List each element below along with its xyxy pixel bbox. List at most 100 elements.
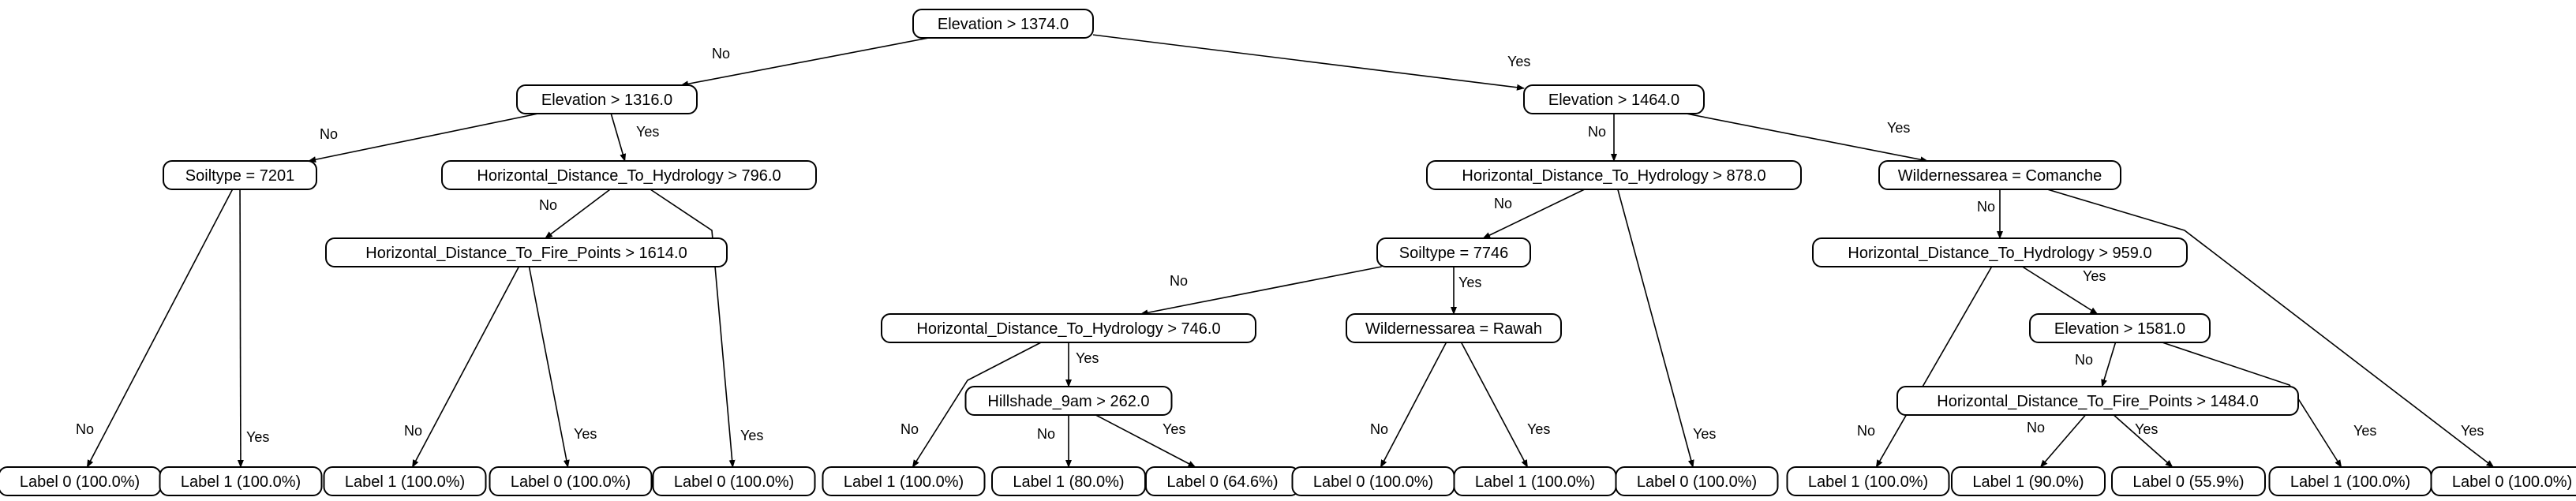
leaf-node: Label 1 (100.0%) bbox=[822, 466, 986, 496]
edge-label: No bbox=[712, 46, 730, 62]
node-label: Horizontal_Distance_To_Hydrology > 878.0 bbox=[1462, 167, 1765, 185]
edge-arrow bbox=[1380, 342, 1447, 468]
node-box bbox=[2111, 466, 2266, 496]
node-label: Soiltype = 7746 bbox=[1399, 245, 1508, 262]
node-label: Horizontal_Distance_To_Fire_Points > 148… bbox=[1937, 393, 2258, 410]
edge-label: Yes bbox=[1887, 120, 1910, 136]
edge-arrow bbox=[1875, 266, 1993, 468]
node-box bbox=[1615, 466, 1779, 496]
edge-label: No bbox=[1037, 426, 1055, 442]
leaf-node: Label 1 (80.0%) bbox=[991, 466, 1146, 496]
edge-label: Yes bbox=[1693, 426, 1716, 442]
node-box bbox=[323, 466, 487, 496]
edge-arrow bbox=[1460, 342, 1529, 468]
edge-arrow bbox=[650, 189, 736, 468]
node-label: Elevation > 1581.0 bbox=[2054, 320, 2185, 338]
edge-label: Yes bbox=[636, 124, 659, 140]
node-box bbox=[1523, 84, 1705, 114]
node-label: Elevation > 1374.0 bbox=[938, 16, 1069, 33]
edge-label: No bbox=[1857, 423, 1875, 439]
edge-arrow bbox=[2039, 414, 2087, 468]
node-label: Label 1 (100.0%) bbox=[181, 473, 301, 491]
node-box bbox=[964, 386, 1173, 416]
node-box bbox=[489, 466, 653, 496]
split-node: Elevation > 1316.0 bbox=[516, 84, 698, 114]
node-label: Label 0 (55.9%) bbox=[2132, 473, 2244, 491]
split-node: Horizontal_Distance_To_Hydrology > 878.0 bbox=[1426, 160, 1802, 190]
edge-arrow bbox=[2162, 342, 2342, 468]
node-label: Hillshade_9am > 262.0 bbox=[987, 393, 1149, 410]
edge-label: Yes bbox=[2353, 423, 2376, 439]
node-label: Label 0 (100.0%) bbox=[674, 473, 794, 491]
node-box bbox=[1426, 160, 1802, 190]
edge-arrow bbox=[545, 189, 611, 239]
node-label: Label 1 (80.0%) bbox=[1013, 473, 1124, 491]
split-node: Elevation > 1581.0 bbox=[2029, 313, 2211, 343]
split-node: Horizontal_Distance_To_Fire_Points > 161… bbox=[325, 237, 728, 267]
split-node: Horizontal_Distance_To_Hydrology > 746.0 bbox=[881, 313, 1256, 343]
edge-arrow bbox=[528, 266, 570, 468]
edge-arrow bbox=[2101, 342, 2117, 387]
node-box bbox=[441, 160, 817, 190]
node-label: Horizontal_Distance_To_Hydrology > 959.0 bbox=[1848, 245, 2151, 262]
node-box bbox=[325, 237, 728, 267]
node-box bbox=[163, 160, 317, 190]
edge-label: No bbox=[2027, 420, 2045, 436]
edge-label: No bbox=[1494, 196, 1512, 211]
node-box bbox=[881, 313, 1256, 343]
node-box bbox=[2029, 313, 2211, 343]
node-box bbox=[1896, 386, 2299, 416]
edge-label: No bbox=[1588, 124, 1606, 140]
leaf-node: Label 1 (100.0%) bbox=[1453, 466, 1617, 496]
split-node: Elevation > 1374.0 bbox=[912, 9, 1094, 39]
edge-arrow bbox=[411, 266, 520, 468]
edge-label: Yes bbox=[2083, 268, 2106, 284]
leaf-node: Label 0 (100.0%) bbox=[2430, 466, 2576, 496]
leaf-node: Label 0 (100.0%) bbox=[0, 466, 162, 496]
leaf-node: Label 1 (100.0%) bbox=[2268, 466, 2432, 496]
edge-arrow bbox=[1092, 34, 1525, 91]
node-box bbox=[1376, 237, 1531, 267]
edge-arrow bbox=[2022, 266, 2099, 315]
split-node: Hillshade_9am > 262.0 bbox=[964, 386, 1173, 416]
leaf-node: Label 0 (55.9%) bbox=[2111, 466, 2266, 496]
edge-label: No bbox=[2075, 352, 2093, 368]
edge-label: Yes bbox=[1163, 421, 1185, 437]
edge-label: Yes bbox=[1076, 350, 1099, 366]
node-label: Label 0 (100.0%) bbox=[1637, 473, 1757, 491]
node-label: Label 1 (100.0%) bbox=[345, 473, 465, 491]
leaf-node: Label 1 (90.0%) bbox=[1951, 466, 2106, 496]
split-node: Elevation > 1464.0 bbox=[1523, 84, 1705, 114]
edge-arrow bbox=[2046, 189, 2495, 468]
node-label: Wildernessarea = Rawah bbox=[1365, 320, 1542, 338]
edge-label: Yes bbox=[740, 428, 763, 443]
split-node: Horizontal_Distance_To_Hydrology > 959.0 bbox=[1812, 237, 2188, 267]
edge-arrow bbox=[1095, 414, 1196, 468]
node-box bbox=[822, 466, 986, 496]
node-label: Horizontal_Distance_To_Hydrology > 746.0 bbox=[916, 320, 1220, 338]
node-label: Label 1 (100.0%) bbox=[1808, 473, 1928, 491]
node-label: Label 0 (64.6%) bbox=[1166, 473, 1278, 491]
node-box bbox=[1878, 160, 2121, 190]
node-label: Label 1 (100.0%) bbox=[1475, 473, 1595, 491]
edge-label: Yes bbox=[574, 426, 597, 442]
edge-arrow bbox=[308, 113, 538, 163]
split-node: Soiltype = 7201 bbox=[163, 160, 317, 190]
node-box bbox=[1812, 237, 2188, 267]
node-label: Horizontal_Distance_To_Hydrology > 796.0 bbox=[477, 167, 781, 185]
node-box bbox=[912, 9, 1094, 39]
node-label: Horizontal_Distance_To_Fire_Points > 161… bbox=[365, 245, 687, 262]
leaf-node: Label 0 (64.6%) bbox=[1145, 466, 1300, 496]
leaf-node: Label 1 (100.0%) bbox=[159, 466, 323, 496]
node-box bbox=[516, 84, 698, 114]
node-label: Soiltype = 7201 bbox=[185, 167, 294, 185]
split-node: Horizontal_Distance_To_Hydrology > 796.0 bbox=[441, 160, 817, 190]
edge-label: Yes bbox=[2461, 423, 2484, 439]
edge-arrow bbox=[1482, 189, 1586, 239]
node-label: Elevation > 1464.0 bbox=[1548, 92, 1679, 109]
leaf-node: Label 1 (100.0%) bbox=[1786, 466, 1950, 496]
edge-label: No bbox=[1170, 273, 1188, 289]
split-node: Wildernessarea = Rawah bbox=[1346, 313, 1562, 343]
